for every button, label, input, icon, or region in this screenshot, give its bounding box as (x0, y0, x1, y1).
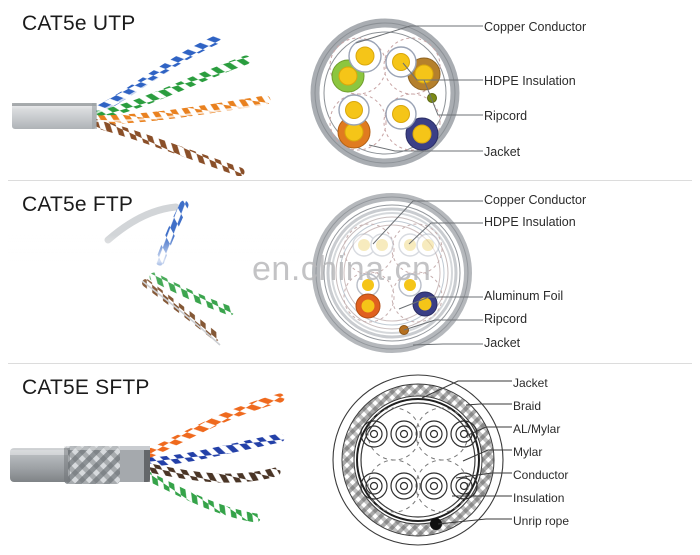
label-braid-sftp: Braid (513, 399, 542, 413)
label-hdpe-insulation-utp: HDPE Insulation (484, 74, 576, 88)
label-al-mylar-sftp: AL/Mylar (513, 422, 561, 436)
ftp-xsec-svg (312, 193, 472, 353)
ftp-lower-pairs (355, 273, 438, 319)
utp-photo-pairs (89, 35, 271, 177)
row-divider-1 (8, 180, 692, 181)
row-cat5e-utp: CAT5e UTP (0, 0, 700, 180)
sftp-photo-pairs (143, 393, 285, 523)
cat5e-ftp-cable-photo (8, 195, 300, 355)
utp-photo-jacket (12, 103, 97, 129)
label-ripcord-utp: Ripcord (484, 109, 528, 123)
label-jacket-utp: Jacket (484, 145, 521, 159)
ftp-upper-pairs (352, 233, 440, 257)
sftp-leader-lines (421, 380, 512, 525)
cat5e-sftp-cross-section (330, 372, 510, 555)
label-jacket-sftp: Jacket (513, 376, 548, 390)
pair-orange (337, 94, 371, 149)
sftp-conductors (360, 420, 478, 500)
ftp-leader-lines (372, 200, 483, 346)
label-aluminum-foil-ftp: Aluminum Foil (484, 289, 564, 303)
label-ripcord-ftp: Ripcord (484, 312, 528, 326)
sftp-mylar-ring (360, 402, 476, 518)
sftp-foil-collar (116, 446, 150, 482)
row-divider-2 (8, 363, 692, 364)
cat5e-sftp-cable-photo (8, 388, 318, 546)
cat5e-ftp-cross-section (312, 189, 477, 362)
label-insulation-sftp: Insulation (513, 491, 565, 505)
label-unrip-rope-sftp: Unrip rope (513, 514, 570, 528)
row-title-sftp: CAT5E SFTP (22, 376, 150, 399)
pair-green (331, 39, 382, 93)
row-title-ftp: CAT5e FTP (22, 193, 134, 216)
cat5e-utp-cross-section (308, 18, 468, 173)
utp-leader-lines (355, 25, 483, 152)
label-hdpe-insulation-ftp: HDPE Insulation (484, 215, 576, 229)
sftp-xsec-svg (332, 374, 504, 546)
utp-xsec-svg (310, 18, 460, 168)
ftp-foil-ring (326, 207, 458, 339)
label-copper-conductor-utp: Copper Conductor (484, 20, 587, 34)
label-mylar-sftp: Mylar (513, 445, 543, 459)
utp-photo-svg (12, 35, 271, 177)
sftp-braid-ring (342, 384, 494, 536)
photo-fade-overlay (8, 235, 300, 297)
sftp-photo-svg (10, 393, 285, 523)
sftp-braid (64, 446, 120, 484)
sftp-jacket (10, 448, 70, 482)
label-copper-conductor-ftp: Copper Conductor (484, 193, 587, 207)
cat5e-utp-cable-photo (8, 26, 300, 177)
ftp-photo-svg (8, 200, 300, 346)
sftp-unrip-rope-dot (430, 518, 442, 530)
label-conductor-sftp: Conductor (513, 468, 569, 482)
label-jacket-ftp: Jacket (484, 336, 521, 350)
row-cat5e-ftp: CAT5e FTP (0, 181, 700, 363)
pair-blue (385, 98, 439, 151)
sftp-al-mylar-ring (356, 398, 480, 522)
site-watermark: en.china.cn (252, 250, 432, 288)
row-title-utp: CAT5e UTP (22, 12, 136, 35)
row-cat5e-sftp: CAT5E SFTP (0, 364, 700, 550)
ripcord-dot (427, 93, 437, 103)
